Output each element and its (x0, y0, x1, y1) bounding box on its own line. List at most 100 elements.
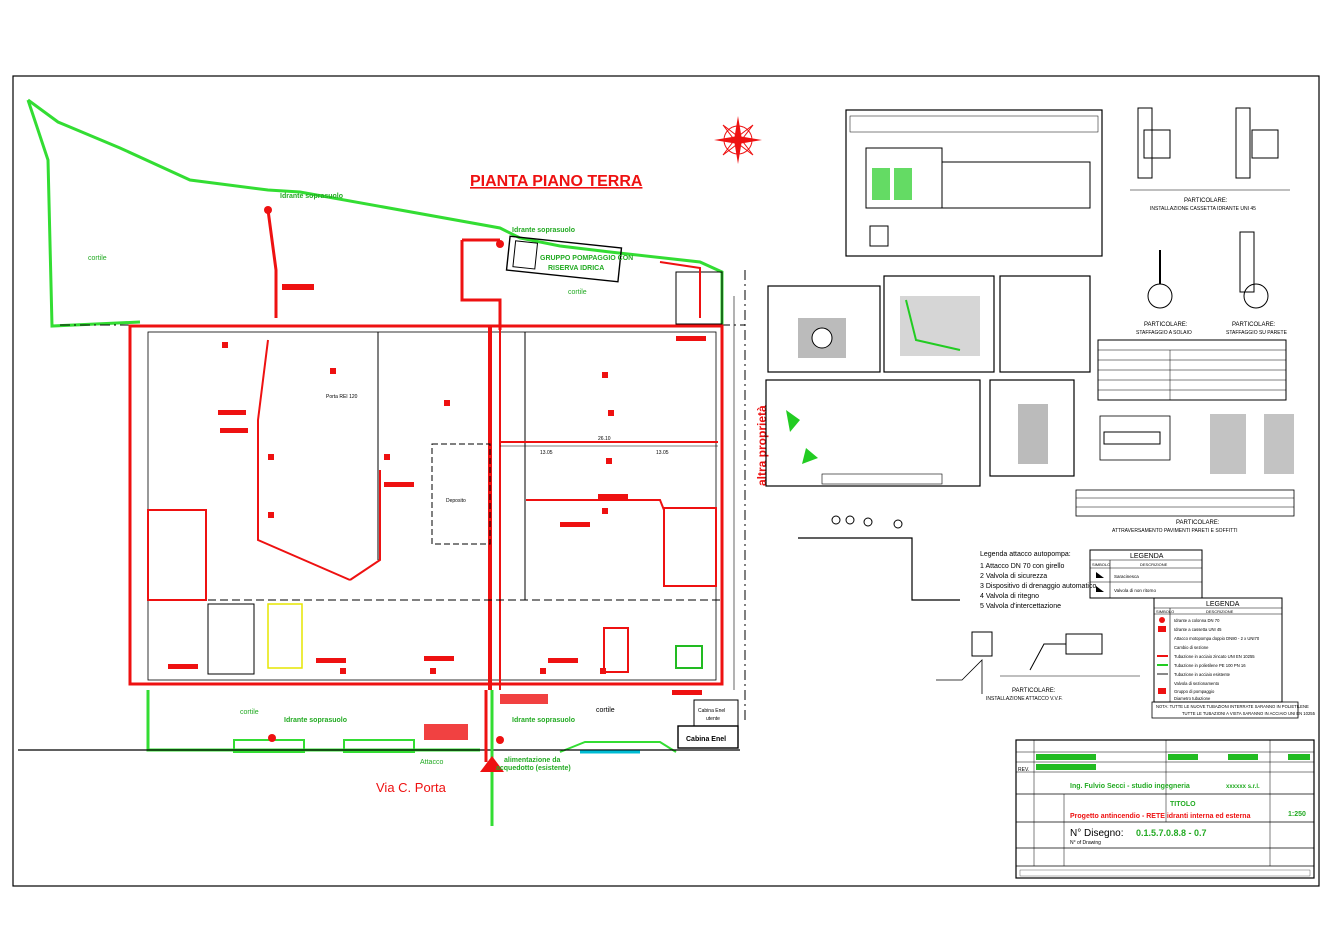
legend-big-note-1: NOTA: TUTTE LE NUOVE TUBAZIONI INTERRATE… (1156, 704, 1309, 709)
hydrant-label-bottom-left: Idrante soprasuolo (284, 717, 347, 724)
legend-attacco-item-1: 1 Attacco DN 70 con girello (980, 563, 1065, 570)
legend-big-row-9: Gruppo di pompaggio (1174, 689, 1215, 694)
legend-attacco-item-5: 5 Valvola d'intercettazione (980, 603, 1061, 610)
legend-attacco-item-3: 3 Dispositivo di drenaggio automatico (980, 583, 1096, 590)
pump-group-inner (512, 240, 539, 270)
legend-big-row-7: Tubazione in acciaio esistente (1174, 672, 1231, 677)
green-boundary-bottom-right (559, 741, 677, 753)
cabina-label-2: utente (706, 716, 720, 722)
legend-small-title: LEGENDA (1130, 553, 1164, 560)
cabina-label-1: Cabina Enel (698, 708, 725, 714)
dimension-1: 26.10 (598, 436, 611, 442)
title-studio: Ing. Fulvio Secci - studio ingegneria (1070, 783, 1190, 790)
detail-staffaggio-solaio: STAFFAGGIO A SOLAIO (1136, 330, 1192, 336)
green-boundary-left (26, 99, 141, 328)
detail-particolare-4: PARTICOLARE: (1176, 520, 1220, 526)
attacco-box (424, 724, 468, 740)
cabina-enel-utente (693, 699, 739, 727)
detail-attacco-vvf-label: INSTALLAZIONE ATTACCO V.V.F. (986, 696, 1063, 702)
supply-label-1: alimentazione da (504, 757, 561, 764)
green-boundary-top (27, 98, 724, 330)
stair-right (603, 627, 629, 673)
legend-small-row-2: Valvola di non ritorno (1114, 588, 1156, 593)
title-block: REV. Ing. Fulvio Secci - studio ingegner… (1015, 739, 1315, 879)
red-pipe-left-branch-2 (349, 470, 381, 581)
porta-rei-label: Porta REI 120 (326, 394, 358, 400)
room-right (663, 507, 717, 587)
supply-arrow (480, 756, 504, 772)
detail-particolare-3: PARTICOLARE: (1232, 322, 1276, 328)
red-pipe-ring-right (526, 499, 665, 511)
cortile-bottom-right: cortile (596, 707, 615, 714)
yellow-room (267, 603, 303, 669)
detail-staffaggio-parete: STAFFAGGIO SU PARETE (1226, 330, 1288, 336)
title-titolo: TITOLO (1170, 801, 1196, 808)
legend-small-row-1: Saracinesca (1114, 574, 1139, 579)
legend-big-row-6: Tubazione in polietilene PE 100 PN 16 (1174, 663, 1246, 668)
hydrant-marker-mid (496, 240, 504, 248)
deposito-room (431, 443, 491, 545)
room-left (147, 509, 207, 601)
detail-pump-group (845, 109, 1103, 257)
legend-big-row-2: Idrante a cassetta UNI 45 (1174, 627, 1222, 632)
red-supply-pump (460, 240, 502, 330)
title-client: xxxxxx s.r.l. (1226, 784, 1260, 790)
title-rev-label: REV. (1018, 767, 1029, 773)
legend-big-row-10: Diametro tubazione (1174, 696, 1211, 701)
street-name: Via C. Porta (376, 780, 447, 795)
pump-group (505, 235, 623, 283)
red-pipe-side (659, 261, 701, 318)
pump-label-1: GRUPPO POMPAGGIO CON (540, 255, 633, 262)
building-inner-outline (147, 331, 717, 681)
legend-attacco: Legenda attacco autopompa: 1 Attacco DN … (980, 551, 1096, 610)
hydrant-marker-bottom-left (268, 734, 276, 742)
stair-left (207, 603, 255, 675)
legend-big-row-5: Tubazione in acciaio zincato UNI EN 1025… (1174, 654, 1255, 659)
valve-box (500, 694, 548, 704)
compass-rose-icon (714, 116, 762, 164)
dimension-3: 13.05 (656, 450, 669, 456)
detail-uni45: PARTICOLARE: INSTALLAZIONE CASSETTA IDRA… (1130, 107, 1290, 212)
hose-cabinets (222, 342, 614, 674)
cortile-top: cortile (88, 255, 107, 262)
legend-big-row-3: Attacco motopompa doppio DN80 - 2 x UNI7… (1174, 636, 1260, 641)
detail-particolare-1: PARTICOLARE: (1184, 198, 1228, 204)
title-disegno-sub: N° of Drawing (1070, 840, 1101, 846)
hydrant-label-mid: Idrante soprasuolo (512, 227, 575, 234)
red-pipe-left-branch (257, 339, 351, 581)
legend-attacco-title: Legenda attacco autopompa: (980, 551, 1071, 558)
sheet-border (12, 75, 1320, 887)
building-outline (128, 324, 724, 686)
title-scala: 1:250 (1288, 811, 1306, 818)
hydrant-marker-bottom-right (496, 736, 504, 744)
legend-small-col2: DESCRIZIONE (1140, 562, 1168, 567)
legend-big: LEGENDA SIMBOLO DESCRIZIONE Idrante a co… (1151, 597, 1316, 719)
site-plan: PIANTA PIANO TERRA Via C. Porta altra pr… (18, 98, 769, 826)
drawing-title: PIANTA PIANO TERRA (470, 173, 643, 190)
supply-label-2: acquedotto (esistente) (496, 765, 571, 772)
legend-attacco-item-4: 4 Valvola di ritegno (980, 593, 1039, 600)
cortile-mid: cortile (568, 289, 587, 296)
cortile-bottom-left: cortile (240, 709, 259, 716)
cabina-enel (677, 725, 739, 749)
detail-particolare-2: PARTICOLARE: (1144, 322, 1188, 328)
title-disegno-num: 0.1.5.7.0.8.8 - 0.7 (1136, 828, 1207, 838)
deposito-label: Deposito (446, 498, 466, 504)
detail-attacco-schematic (798, 515, 960, 601)
detail-particolare-5: PARTICOLARE: (1012, 688, 1056, 694)
legend-big-row-1: Idrante a colonna DN 70 (1174, 618, 1220, 623)
property-label: altra proprietà (755, 405, 769, 486)
dimension-2: 13.05 (540, 450, 553, 456)
pump-label-2: RISERVA IDRICA (548, 265, 604, 272)
detail-table-pipes (1097, 339, 1287, 401)
legend-attacco-item-2: 2 Valvola di sicurezza (980, 573, 1047, 580)
green-footing-2 (343, 739, 415, 753)
hydrant-marker-top (264, 206, 272, 214)
detail-boxes-middle (765, 275, 1091, 487)
attacco-label: Attacco (420, 759, 443, 766)
label-tags (168, 284, 706, 695)
detail-attraversamento: PARTICOLARE: ATTRAVERSAMENTO PAVIMENTI P… (1075, 414, 1295, 534)
legend-big-col1: SIMBOLO (1156, 609, 1174, 614)
hydrant-label-top: Idrante soprasuolo (280, 193, 343, 200)
